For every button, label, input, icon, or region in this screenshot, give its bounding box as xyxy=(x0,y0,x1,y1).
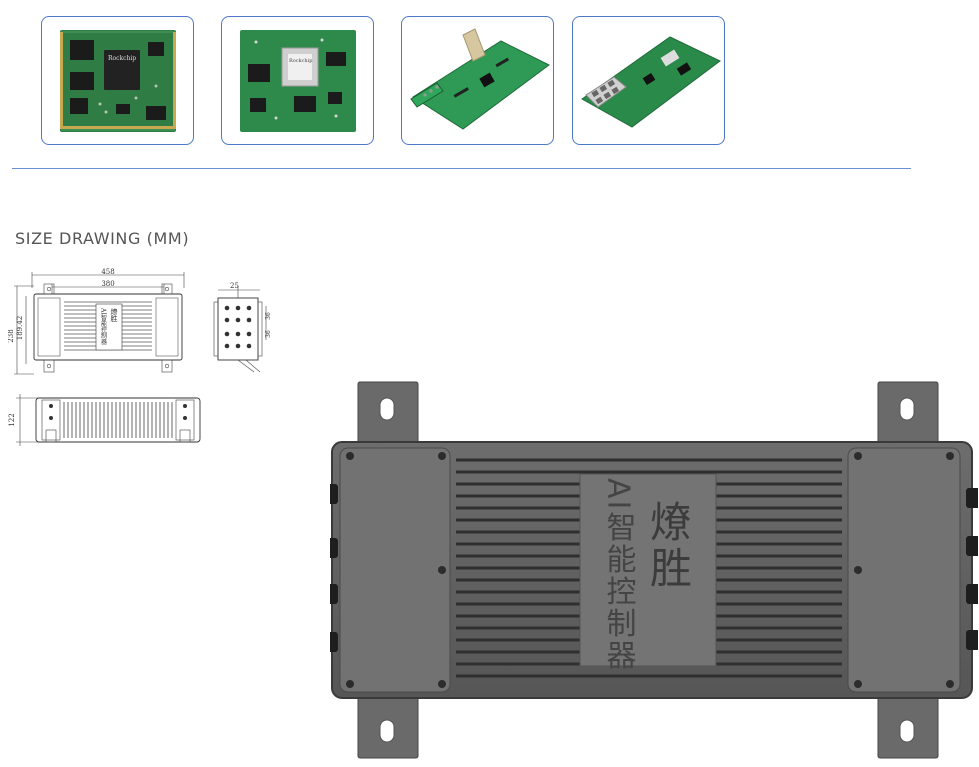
connectors-left xyxy=(330,484,338,652)
svg-text:Rockchip: Rockchip xyxy=(108,55,136,62)
dim-side-c: 36 xyxy=(265,330,272,338)
gallery-item-core-board-1[interactable]: Rockchip xyxy=(41,16,194,145)
dim-front-height: 122 xyxy=(8,413,16,426)
dim-height-overall: 238 xyxy=(8,329,15,342)
enclosure-cap-right xyxy=(847,447,961,693)
label-plate xyxy=(579,473,717,667)
connectors-right xyxy=(966,488,978,650)
dim-width-inner: 380 xyxy=(101,280,114,288)
dim-height-inner: 189.42 xyxy=(16,316,24,341)
size-drawing-top-view: 燎胜 AI智能控制器 458 380 238 189.42 xyxy=(8,268,185,375)
size-drawing-side-view: 25 36 36 xyxy=(213,282,272,373)
pcb-carrier-board-image xyxy=(409,27,550,130)
dim-width-overall: 458 xyxy=(101,268,114,276)
svg-text:Rockchip: Rockchip xyxy=(289,58,312,64)
product-name-text: AI智能控制器 xyxy=(601,478,637,671)
size-drawing-front-view: 122 xyxy=(8,394,201,446)
gallery-item-core-board-2[interactable]: Rockchip xyxy=(221,16,374,145)
mounting-bracket-bottom-right xyxy=(877,695,939,759)
pcb-core-board-1-image: Rockchip xyxy=(59,29,176,132)
section-divider xyxy=(12,168,911,169)
enclosure-cap-left xyxy=(339,447,451,693)
dim-side-a: 25 xyxy=(230,282,239,290)
drawing-product-label: AI智能控制器 xyxy=(100,307,107,346)
gallery-item-carrier-board[interactable] xyxy=(401,16,554,145)
pcb-switch-board-image xyxy=(580,35,721,128)
ai-controller-product-image: 燎胜 AI智能控制器 xyxy=(330,381,978,759)
gallery-item-switch-board[interactable] xyxy=(572,16,725,145)
dim-side-b: 36 xyxy=(265,312,272,320)
pcb-core-board-2-image: Rockchip xyxy=(239,29,356,132)
mounting-bracket-bottom-left xyxy=(357,695,419,759)
product-brand-text: 燎胜 xyxy=(644,500,693,592)
drawing-brand-label: 燎胜 xyxy=(110,307,118,323)
size-drawing-title: SIZE DRAWING (MM) xyxy=(15,229,190,248)
